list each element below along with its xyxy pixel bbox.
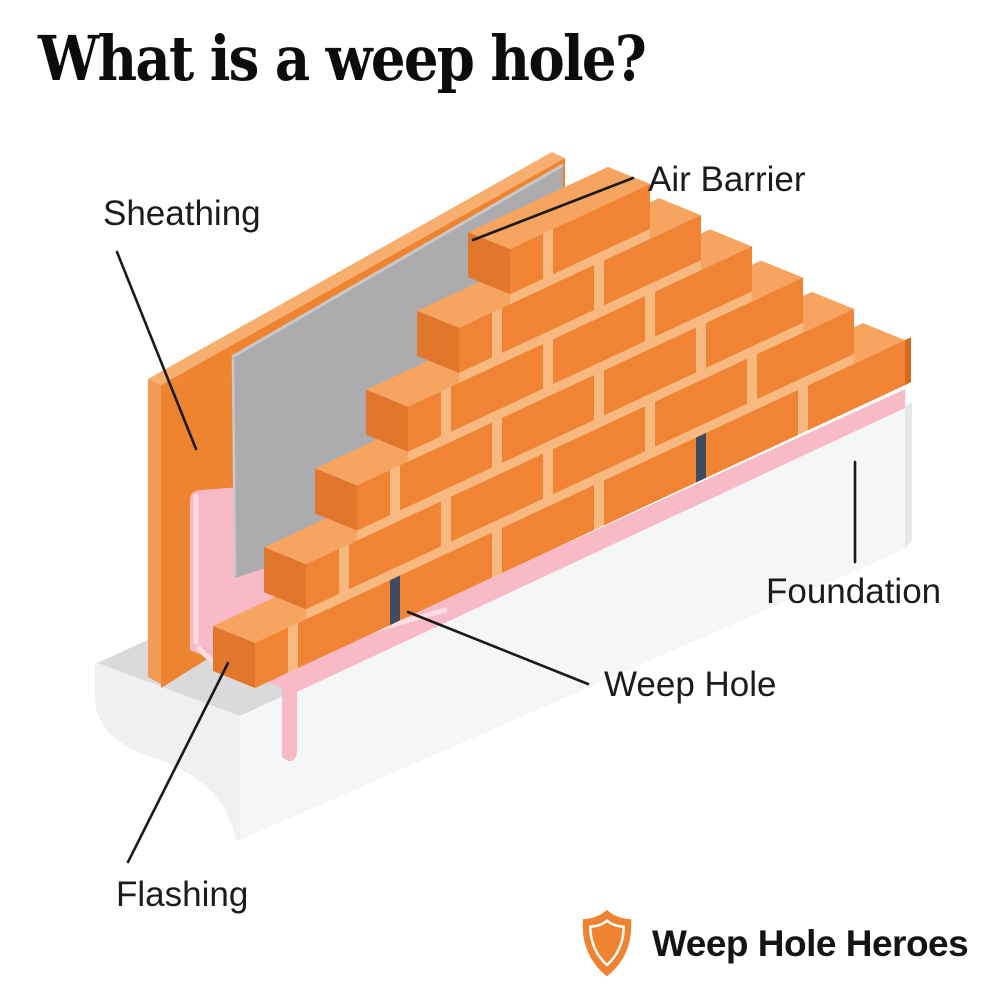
brick (604, 327, 696, 416)
page-title: What is a weep hole? (38, 22, 647, 95)
leader-line-air-barrier (471, 176, 635, 242)
leader-line-sheathing (115, 250, 198, 451)
brick (808, 340, 905, 431)
brick (502, 485, 594, 573)
bed-joint (510, 228, 650, 305)
foundation-molded-end (95, 662, 240, 840)
brick-side-face (315, 468, 357, 531)
leader-line-weep-hole (406, 610, 590, 686)
brick (655, 358, 747, 447)
bed-joint (408, 291, 752, 462)
foundation-top-face (95, 638, 297, 716)
label-air-barrier: Air Barrier (648, 160, 806, 199)
wall-right-end (905, 337, 911, 386)
bed-joint (357, 322, 803, 541)
brick-side-face (468, 232, 510, 295)
label-foundation: Foundation (766, 572, 942, 611)
brick-side-face (417, 310, 459, 373)
foundation-right-edge (905, 402, 912, 549)
weep-hole (696, 432, 706, 483)
foundation-front-face (240, 406, 905, 840)
logo: Weep Hole Heroes (576, 906, 969, 982)
brick (400, 532, 492, 621)
brick (553, 296, 645, 385)
brick-side-face (264, 547, 306, 610)
brick (255, 627, 288, 688)
label-weep-hole: Weep Hole (604, 665, 777, 704)
shield-inner-outline (589, 919, 625, 967)
brick (357, 470, 390, 531)
weep-hole (390, 575, 400, 626)
leader-lines (115, 176, 857, 864)
bed-joint (459, 260, 701, 383)
shield-icon (582, 909, 632, 977)
brick (604, 437, 696, 526)
brick (306, 548, 339, 610)
foundation (95, 402, 912, 840)
label-sheathing: Sheathing (103, 194, 261, 233)
air-barrier-left-edge (231, 358, 237, 577)
brick (408, 391, 441, 452)
leader-line-flashing (126, 661, 230, 864)
brick (553, 183, 650, 275)
sheathing-side-edge (148, 379, 161, 684)
brick (451, 343, 543, 432)
brick (502, 375, 594, 463)
label-flashing: Flashing (116, 875, 249, 914)
bed-joint (306, 353, 854, 620)
air-barrier-top-edge (231, 163, 564, 359)
brick (604, 215, 701, 306)
brick (757, 308, 854, 400)
sheathing-top-edge (148, 152, 565, 385)
brick (553, 406, 645, 495)
logo-text: Weep Hole Heroes (652, 923, 969, 964)
brick (502, 265, 594, 353)
brick (510, 233, 543, 295)
brick-side-face (366, 389, 408, 452)
brick (706, 277, 803, 368)
brick (459, 312, 492, 373)
brick (298, 580, 390, 668)
brick (655, 246, 752, 337)
brick (706, 389, 798, 478)
brick (349, 501, 441, 590)
brick-wall (213, 166, 911, 688)
brick (400, 422, 492, 511)
brick (451, 453, 543, 542)
